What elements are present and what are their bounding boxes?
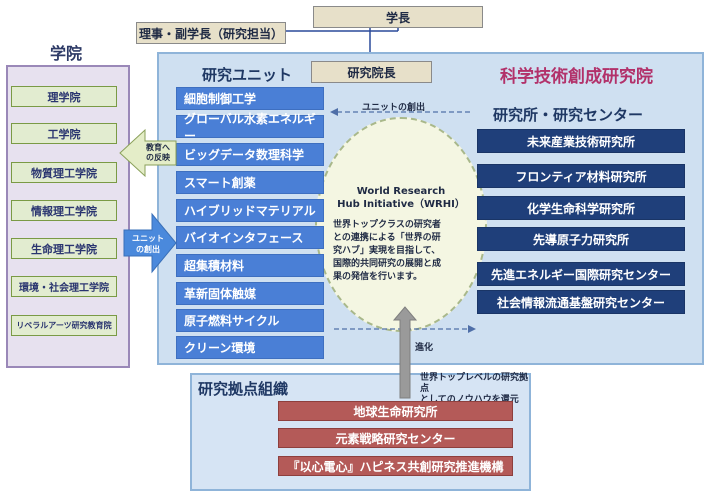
- wrhi-body-line: 国際的共同研究の展開と成: [333, 259, 442, 269]
- feedback-label-line2: の反映: [146, 153, 170, 162]
- creation-label: ユニット の創出: [126, 233, 170, 255]
- feedback-label: 教育へ の反映: [140, 143, 176, 163]
- school-item: 理学院: [11, 86, 117, 107]
- wrhi-body-line: との連携による「世界の研: [333, 233, 441, 243]
- feedback-label-line1: 教育へ: [146, 143, 170, 152]
- wrhi-body-line: 果の発信を行います。: [333, 272, 423, 282]
- unit-item: スマート創薬: [176, 171, 324, 194]
- unit-item: バイオインタフェース: [176, 226, 324, 249]
- institute-item: 先進エネルギー国際研究センター: [477, 262, 685, 286]
- creation-label-line2: の創出: [136, 245, 160, 254]
- institute-item: 社会情報流通基盤研究センター: [477, 290, 685, 314]
- institute-item: 化学生命科学研究所: [477, 196, 685, 220]
- unit-item: 革新固体触媒: [176, 282, 324, 305]
- president-box: 学長: [313, 6, 483, 28]
- wrhi-body-line: 究ハブ」実現を目指して、: [333, 246, 441, 256]
- unit-item: ハイブリッドマテリアル: [176, 199, 324, 222]
- wrhi-title-line1: World Research: [356, 186, 446, 197]
- wrhi-circle: [315, 117, 487, 332]
- vice-president-box: 理事・副学長（研究担当）: [136, 22, 286, 44]
- institute-item: フロンティア材料研究所: [477, 164, 685, 188]
- unit-item: クリーン環境: [176, 336, 324, 359]
- director-box: 研究院長: [311, 61, 432, 83]
- unit-item: グローバル水素エネルギー: [176, 112, 324, 143]
- institute-item: 未来産業技術研究所: [477, 129, 685, 153]
- units-title: 研究ユニット: [202, 66, 293, 84]
- main-title: 科学技術創成研究院: [500, 67, 653, 87]
- evolution-label: 進化: [415, 343, 434, 353]
- hub-item: 『以心電心』ハピネス共創研究推進機構: [278, 456, 513, 476]
- unit-item: 超集積材料: [176, 254, 324, 277]
- institute-item: 先導原子力研究所: [477, 227, 685, 251]
- unit-creation-label: ユニットの創出: [362, 103, 426, 113]
- wrhi-body: 世界トップクラスの研究者 との連携による「世界の研 究ハブ」実現を目指して、 国…: [333, 219, 473, 284]
- school-item: 物質理工学院: [11, 162, 117, 183]
- unit-item: 細胞制御工学: [176, 87, 324, 110]
- hub-item: 地球生命研究所: [278, 401, 513, 421]
- school-item: リベラルアーツ研究教育院: [11, 315, 117, 336]
- school-item: 生命理工学院: [11, 238, 117, 259]
- wrhi-title-line2: Hub Initiative（WRHI）: [337, 199, 465, 210]
- up-arrow-icon: [392, 306, 418, 399]
- school-item: 情報理工学院: [11, 200, 117, 221]
- school-item: 工学院: [11, 123, 117, 144]
- school-item: 環境・社会理工学院: [11, 276, 117, 297]
- wrhi-body-line: 世界トップクラスの研究者: [333, 220, 441, 230]
- hub-arrow-label-line1: 世界トップレベルの研究拠点: [420, 373, 529, 394]
- hub-arrow-label-line2: としてのノウハウを還元: [420, 395, 519, 405]
- gakuin-title: 学院: [50, 44, 83, 63]
- hub-arrow-label: 世界トップレベルの研究拠点 としてのノウハウを還元: [420, 373, 530, 406]
- wrhi-title: World Research Hub Initiative（WRHI）: [315, 185, 487, 211]
- unit-item: 原子燃料サイクル: [176, 309, 324, 332]
- feedback-arrow-icon: [119, 128, 177, 178]
- hub-title: 研究拠点組織: [198, 380, 289, 398]
- hub-item: 元素戦略研究センター: [278, 428, 513, 448]
- creation-arrow-icon: [123, 212, 177, 274]
- institutes-title: 研究所・研究センター: [493, 106, 644, 124]
- creation-label-line1: ユニット: [132, 234, 164, 243]
